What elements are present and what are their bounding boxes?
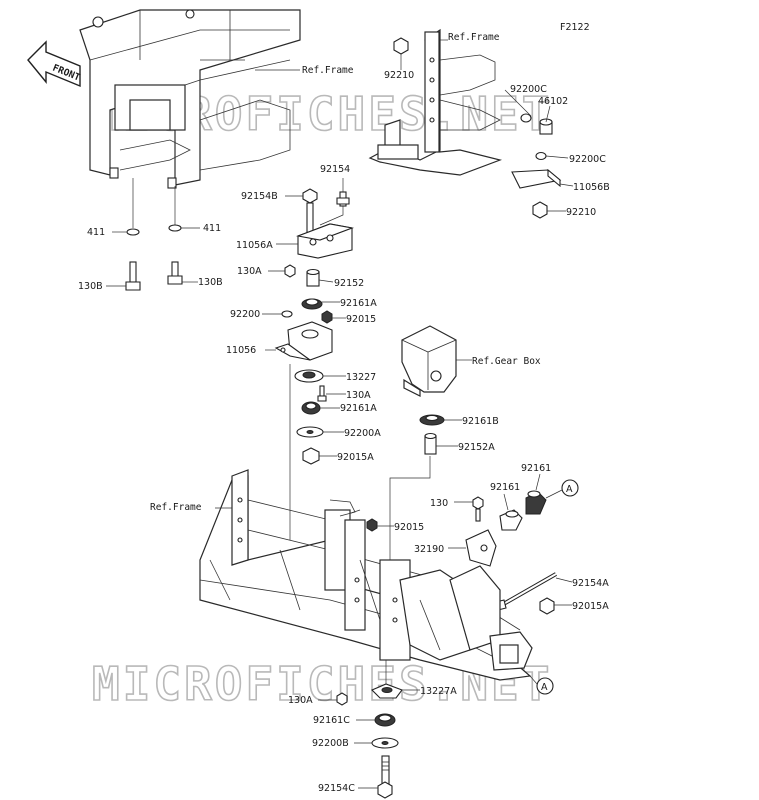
part-label-92161-right: 92161	[521, 463, 551, 474]
part-label-92210-top: 92210	[384, 70, 414, 81]
diagram-code: F2122	[560, 22, 590, 33]
bolt-130	[472, 496, 484, 522]
bolt-130a-mid	[317, 385, 327, 402]
rubber-92161a-top	[301, 298, 323, 310]
part-label-130: 130	[430, 498, 448, 509]
ref-frame-lower: Ref.Frame	[150, 502, 202, 513]
nut-92015a-top	[302, 447, 320, 465]
bolt-130b-right	[167, 261, 183, 285]
nut-92015-mid	[366, 518, 378, 532]
part-label-411-left: 411	[87, 227, 105, 238]
bolt-92154c	[377, 755, 393, 799]
ref-circle-a-top	[561, 479, 579, 497]
collar-92152a	[424, 432, 437, 455]
part-label-11056b: 11056B	[573, 182, 610, 193]
rubber-92161-right	[525, 490, 547, 515]
washer-92200c-top	[520, 113, 532, 123]
part-label-92154: 92154	[320, 164, 350, 175]
part-label-92210-bottom: 92210	[566, 207, 596, 218]
ref-gear-box: Ref.Gear Box	[472, 356, 541, 367]
bolt-92154b	[302, 188, 318, 234]
part-label-32190: 32190	[414, 544, 444, 555]
part-label-130a-bottom: 130A	[288, 695, 313, 706]
rubber-92161c	[374, 713, 396, 727]
bolt-92154	[336, 191, 350, 207]
washer-92200a	[296, 426, 324, 438]
part-label-92154a: 92154A	[572, 578, 609, 589]
washer-92200c-bottom	[535, 151, 547, 161]
collar-92152	[306, 268, 320, 287]
ref-frame-top-right: Ref.Frame	[448, 32, 500, 43]
part-label-92015a-top: 92015A	[337, 452, 374, 463]
part-label-92161a-top: 92161A	[340, 298, 377, 309]
part-label-92154c: 92154C	[318, 783, 355, 794]
part-label-92015a-bottom: 92015A	[572, 601, 609, 612]
part-label-92152: 92152	[334, 278, 364, 289]
part-label-92015-mid: 92015	[394, 522, 424, 533]
part-label-130a-mid: 130A	[346, 390, 371, 401]
part-label-92200: 92200	[230, 309, 260, 320]
part-label-130b-left: 130B	[78, 281, 103, 292]
upper-frame-illustration	[79, 9, 301, 189]
lower-frame-illustration	[199, 469, 533, 681]
ref-circle-a-top-label: A	[566, 484, 573, 495]
part-label-130b-right: 130B	[198, 277, 223, 288]
rubber-92161-left	[499, 509, 523, 531]
ref-frame-top-left: Ref.Frame	[302, 65, 354, 76]
part-label-92200a: 92200A	[344, 428, 381, 439]
rubber-92161a-mid	[301, 401, 321, 415]
washer-92200	[281, 310, 293, 318]
bracket-11056	[274, 321, 333, 361]
part-label-13227: 13227	[346, 372, 376, 383]
part-label-92015-top: 92015	[346, 314, 376, 325]
washer-92200b	[371, 737, 399, 749]
nut-92015-top	[321, 310, 333, 324]
part-label-92154b: 92154B	[241, 191, 278, 202]
part-label-92161a-mid: 92161A	[340, 403, 377, 414]
bracket-11056b	[511, 168, 562, 189]
ref-circle-a-bottom-label: A	[541, 682, 548, 693]
rubber-92161b	[419, 414, 445, 426]
part-label-11056a: 11056A	[236, 240, 273, 251]
part-label-92161-left: 92161	[490, 482, 520, 493]
bracket-11056a	[295, 223, 355, 259]
upper-right-frame-illustration	[368, 28, 503, 176]
ref-circle-a-bottom	[536, 677, 554, 695]
gear-box-bracket-illustration	[401, 325, 457, 397]
washer-411-right	[168, 224, 182, 232]
part-label-92200c-top: 92200C	[510, 84, 547, 95]
plate-13227	[294, 369, 324, 383]
part-label-13227a: 13227A	[420, 686, 457, 697]
part-label-92161c: 92161C	[313, 715, 350, 726]
nut-92015a-bottom	[539, 597, 555, 615]
bracket-32190	[465, 529, 497, 567]
bolt-130b-left	[125, 261, 141, 291]
front-arrow-icon: FRONT	[27, 40, 82, 88]
part-label-92200b: 92200B	[312, 738, 349, 749]
plate-13227a	[371, 683, 403, 699]
washer-411-left	[126, 228, 140, 236]
bolt-130a-bottom	[336, 692, 348, 706]
nut-92210-bottom	[532, 201, 548, 219]
part-label-92200c-bottom: 92200C	[569, 154, 606, 165]
part-label-411-right: 411	[203, 223, 221, 234]
part-label-92152a: 92152A	[458, 442, 495, 453]
part-label-130a-top: 130A	[237, 266, 262, 277]
nut-92210-top	[393, 37, 409, 55]
part-label-11056: 11056	[226, 345, 256, 356]
bolt-130a-top	[284, 264, 296, 278]
collar-46102	[539, 118, 553, 135]
part-label-92161b: 92161B	[462, 416, 499, 427]
part-label-46102: 46102	[538, 96, 568, 107]
